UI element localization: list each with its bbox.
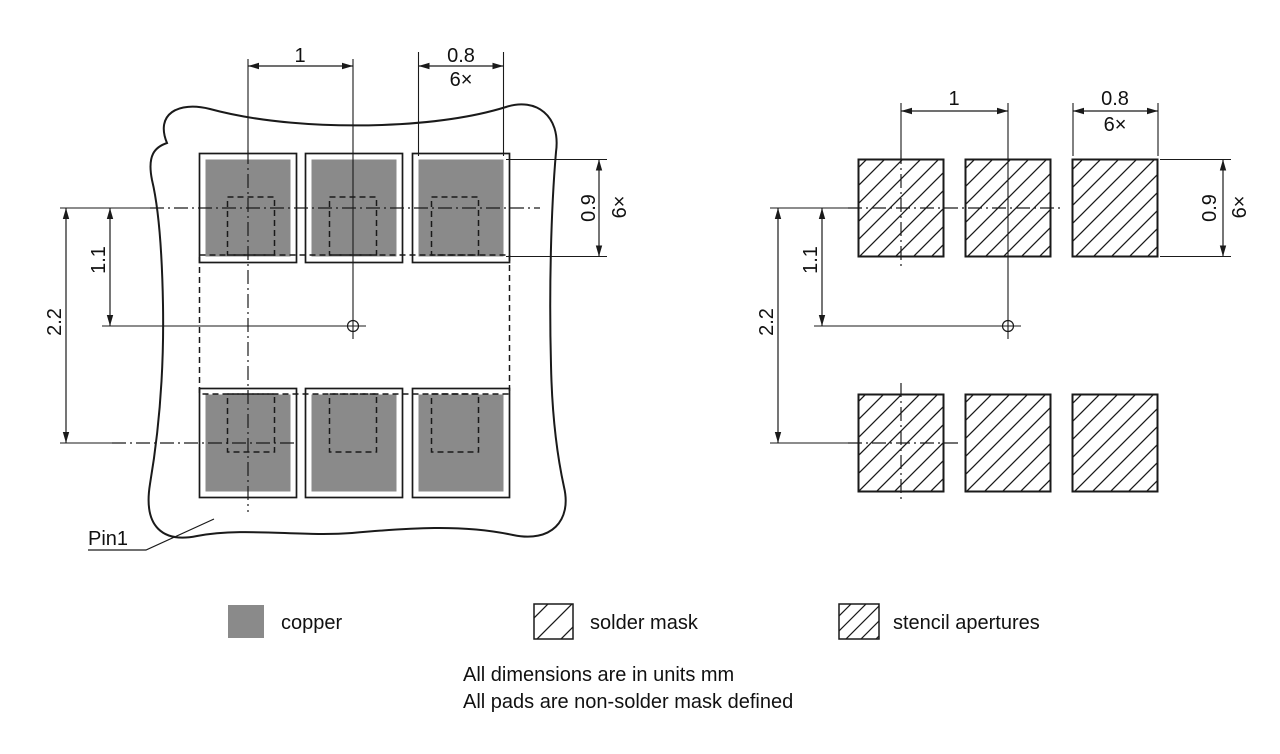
dimension-lines-right	[770, 103, 1231, 444]
terminal-5-outline	[328, 393, 378, 453]
origin-marker-right	[1001, 319, 1015, 333]
right-view-stencil: 1 0.8 6× 0.9 6× 1.1 2.2	[756, 88, 1251, 502]
centerlines-right	[848, 150, 1060, 502]
centerlines-left	[112, 150, 540, 512]
legend-copper-label: copper	[281, 612, 342, 634]
dim-pitch-label-right: 1	[948, 88, 959, 110]
legend-item-solder-mask: solder mask	[533, 603, 699, 640]
legend-item-copper: copper	[228, 605, 342, 638]
dimension-lines-left	[60, 52, 607, 444]
dim-row-pitch-label-right: 2.2	[756, 308, 778, 336]
dim-row-half-pitch-label-right: 1.1	[800, 246, 822, 274]
dim-pad-height-label-left: 0.9	[578, 194, 600, 222]
note-units: All dimensions are in units mm	[463, 664, 734, 686]
pad-6	[411, 387, 511, 499]
pin1-leader-line	[88, 518, 215, 551]
aperture-5	[964, 393, 1052, 493]
solder-mask-swatch	[533, 603, 574, 640]
pad-6-copper	[418, 394, 504, 492]
legend-item-stencil: stencil apertures	[838, 603, 1040, 640]
dim-pad-width-count-left: 6×	[450, 69, 473, 91]
arrowheads-left	[62, 62, 603, 443]
legend: copper solder mask stencil apertures	[228, 603, 1040, 640]
left-view-land-pattern: 1 0.8 6× 0.9 6× 1.1 2.2 Pin1	[44, 45, 631, 551]
dim-pad-height-count-left: 6×	[609, 196, 631, 219]
legend-stencil-label: stencil apertures	[893, 612, 1040, 634]
copper-swatch	[228, 605, 264, 638]
arrowheads-right	[774, 107, 1227, 443]
dim-row-half-pitch-label-left: 1.1	[88, 246, 110, 274]
terminal-6-outline	[430, 393, 480, 453]
aperture-6	[1071, 393, 1159, 493]
pcb-solder-mask-outline	[147, 103, 567, 539]
pin1-callout: Pin1	[88, 518, 215, 551]
legend-solder-mask-label: solder mask	[590, 612, 699, 634]
dim-pad-height-count-right: 6×	[1229, 196, 1251, 219]
pin1-label: Pin1	[88, 528, 128, 550]
terminal-3-outline	[430, 196, 480, 256]
terminal-1-outline	[226, 196, 276, 256]
note-mask-defined: All pads are non-solder mask defined	[463, 691, 793, 713]
dim-pitch-label-left: 1	[294, 45, 305, 67]
origin-marker-left	[346, 319, 360, 333]
dim-pad-height-label-right: 0.9	[1199, 194, 1221, 222]
notes: All dimensions are in units mm All pads …	[463, 664, 793, 713]
dim-pad-width-label-right: 0.8	[1101, 88, 1129, 110]
dim-pad-width-label-left: 0.8	[447, 45, 475, 67]
pad-5	[304, 387, 404, 499]
terminal-4-outline	[226, 393, 276, 453]
dim-pad-width-count-right: 6×	[1104, 114, 1127, 136]
component-body-outline	[198, 254, 511, 395]
aperture-3	[1071, 158, 1159, 258]
dim-row-pitch-label-left: 2.2	[44, 308, 66, 336]
pad-5-copper	[311, 394, 397, 492]
stencil-swatch	[838, 603, 880, 640]
